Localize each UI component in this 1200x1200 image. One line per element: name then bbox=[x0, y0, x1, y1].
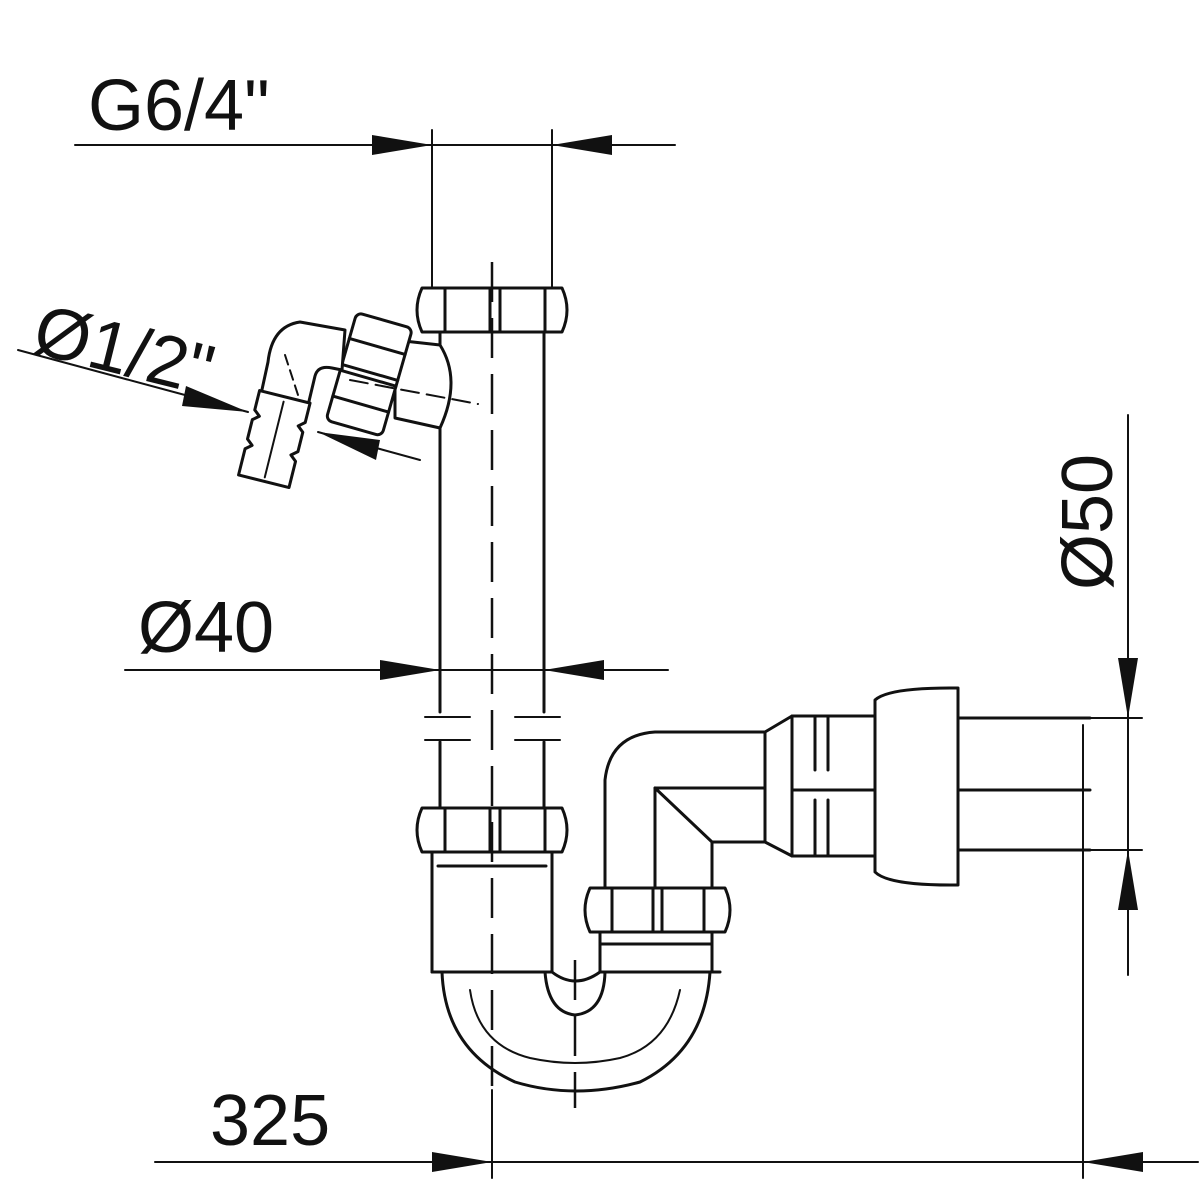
outlet-elbow bbox=[603, 730, 767, 890]
dim-pipe-diameter: Ø40 bbox=[124, 588, 669, 680]
centre-lines bbox=[490, 262, 577, 1108]
outlet-seal bbox=[873, 686, 1092, 887]
label-overall-length: 325 bbox=[210, 1081, 330, 1161]
riser-nut bbox=[583, 886, 732, 934]
side-inlet-connector bbox=[237, 312, 479, 490]
label-side-inlet: Ø1/2" bbox=[26, 290, 222, 412]
dim-outlet-thread: G6/4" bbox=[74, 66, 676, 291]
dim-overall-length: 325 bbox=[154, 724, 1199, 1179]
upper-nut bbox=[415, 286, 569, 334]
label-outlet-thread: G6/4" bbox=[88, 66, 270, 146]
label-outlet-diameter: Ø50 bbox=[1048, 454, 1128, 590]
dim-outlet-diameter: Ø50 bbox=[1048, 414, 1143, 976]
outlet-pipe bbox=[763, 714, 1092, 858]
label-pipe-diameter: Ø40 bbox=[138, 588, 274, 668]
